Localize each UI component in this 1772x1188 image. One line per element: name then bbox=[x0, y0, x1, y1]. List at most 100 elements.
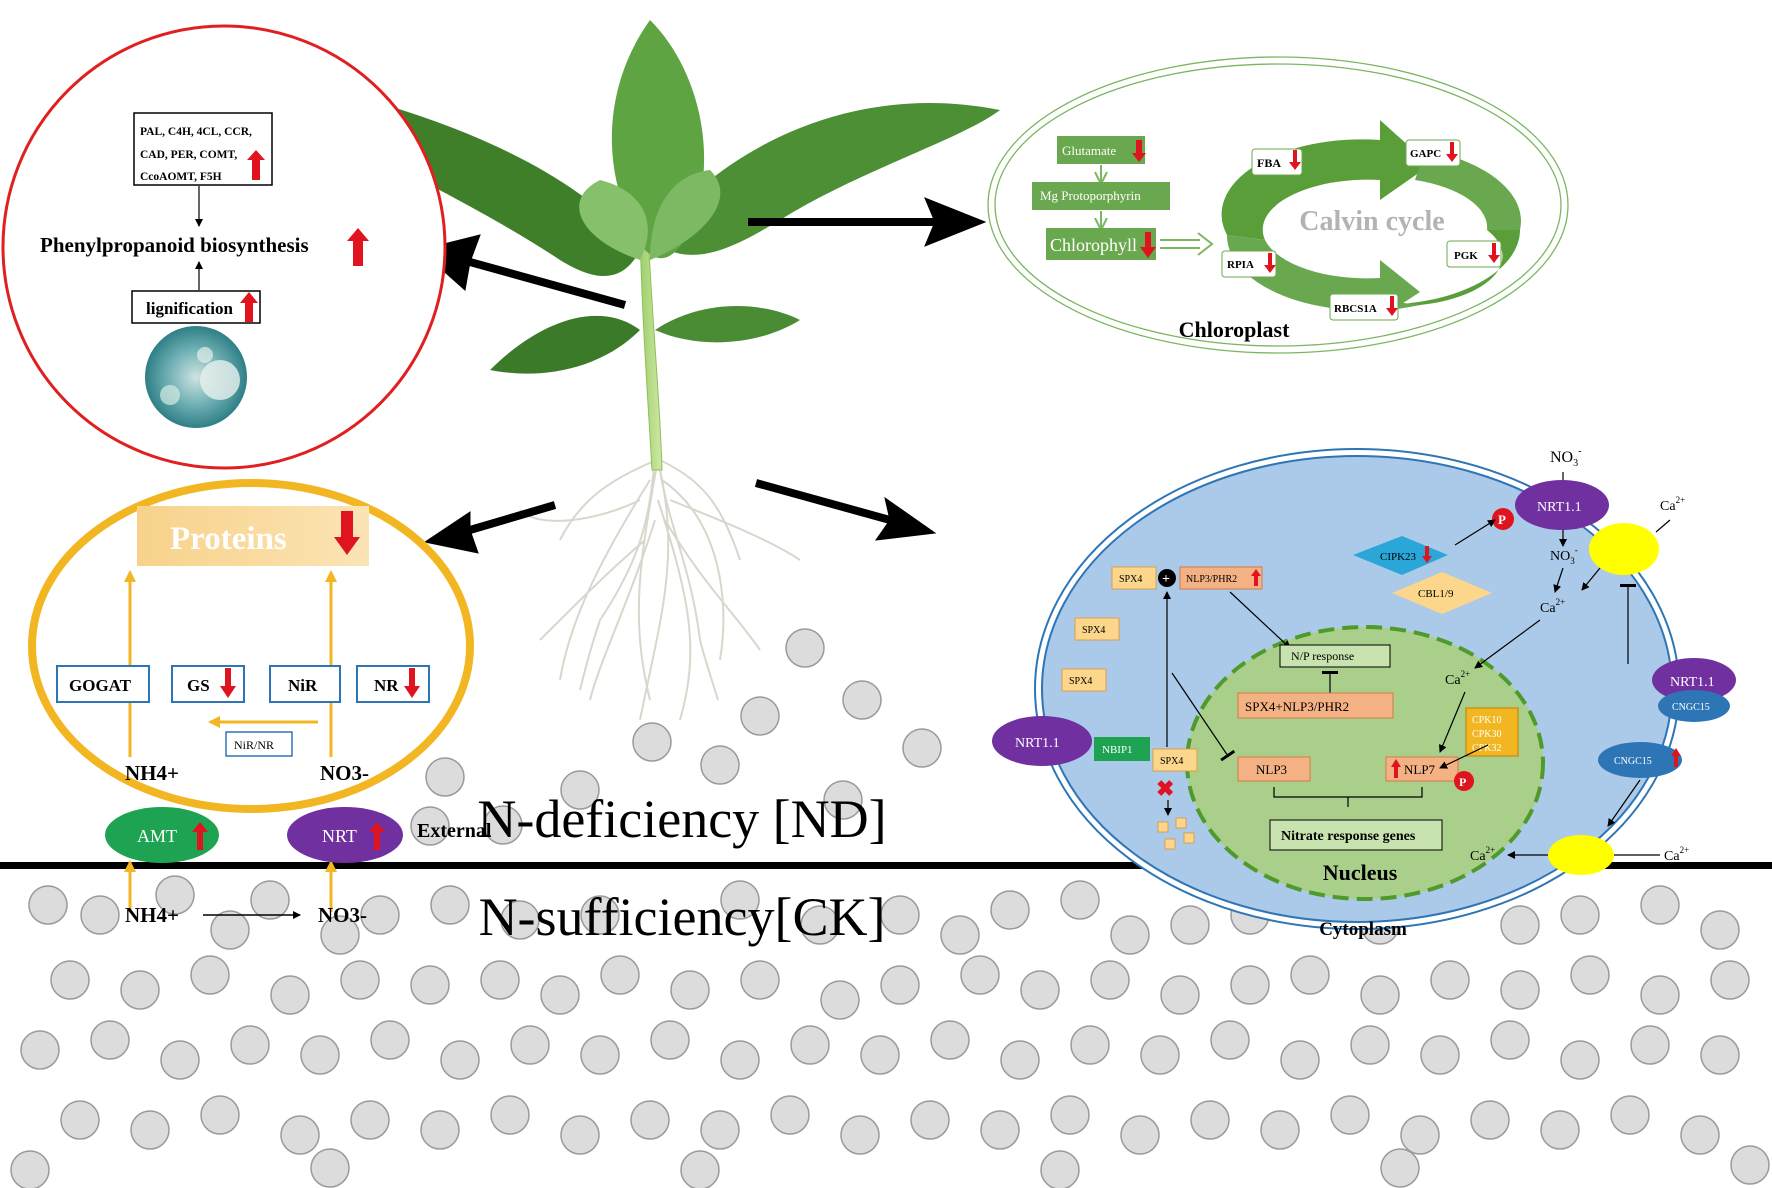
soil-particle bbox=[540, 975, 580, 1015]
gogat-label: GOGAT bbox=[69, 676, 132, 695]
down-arrow-icon bbox=[1289, 150, 1301, 170]
nitrate-genes-box bbox=[1269, 819, 1443, 851]
down-arrow-icon bbox=[1488, 243, 1500, 263]
soil-particle bbox=[785, 628, 825, 668]
soil-particle bbox=[1110, 915, 1150, 955]
soil-particle bbox=[340, 960, 380, 1000]
phospho-icon bbox=[1492, 508, 1514, 530]
phenyl-title: Phenylpropanoid biosynthesis bbox=[40, 233, 309, 257]
soil-particle bbox=[300, 1035, 340, 1075]
np-response-box bbox=[1279, 644, 1391, 668]
soil-particle bbox=[1630, 1025, 1670, 1065]
soil-particle bbox=[1380, 1148, 1420, 1188]
soil-particle bbox=[1610, 1095, 1650, 1135]
nbip1-box bbox=[1094, 737, 1150, 761]
soil-particle bbox=[230, 1025, 270, 1065]
soil-particle bbox=[1700, 910, 1740, 950]
nrt1-1-right-label: NRT1.1 bbox=[1670, 675, 1715, 690]
soil-particle bbox=[740, 960, 780, 1000]
soil-particle bbox=[1090, 960, 1130, 1000]
soil-particle bbox=[880, 895, 920, 935]
phospho-nlp7-label: P bbox=[1459, 775, 1466, 789]
nh4-inside: NH4+ bbox=[125, 761, 179, 785]
gene-line-3: CcoAOMT, F5H bbox=[140, 171, 222, 183]
soil-particle bbox=[1700, 1035, 1740, 1075]
down-arrow-icon bbox=[404, 668, 420, 698]
ca-internal-bottom: Ca2+ bbox=[1470, 845, 1495, 864]
roots bbox=[519, 454, 801, 721]
spx4-top-label: SPX4 bbox=[1119, 574, 1142, 585]
soil-particle bbox=[670, 970, 710, 1010]
leaf bbox=[579, 180, 648, 260]
nrt1-1-top bbox=[1515, 480, 1609, 530]
soil-particle bbox=[630, 1100, 670, 1140]
soil-particle bbox=[650, 1020, 690, 1060]
soil-particle bbox=[700, 1110, 740, 1150]
soil-particle bbox=[1570, 955, 1610, 995]
soil-particle bbox=[480, 960, 520, 1000]
cngc15-right-label: CNGC15 bbox=[1672, 702, 1710, 713]
nr-box bbox=[356, 665, 430, 703]
down-arrow-icon bbox=[334, 511, 360, 555]
soil-particle bbox=[700, 745, 740, 785]
soil-particle bbox=[360, 895, 400, 935]
soil-particle bbox=[490, 1095, 530, 1135]
down-arrow-icon bbox=[1422, 546, 1432, 563]
phospho-label: P bbox=[1498, 512, 1506, 527]
nir-label: NiR bbox=[288, 676, 318, 695]
soil-particle bbox=[1360, 975, 1400, 1015]
pgk-box bbox=[1446, 240, 1502, 268]
gs-label: GS bbox=[187, 676, 210, 695]
gene-line-2: CAD, PER, COMT, bbox=[140, 149, 237, 161]
soil-particle bbox=[1640, 885, 1680, 925]
soil-particle bbox=[990, 890, 1030, 930]
soil-particle bbox=[28, 885, 68, 925]
cngc15-inner bbox=[1598, 742, 1682, 778]
chlorophyll-label: Chlorophyll bbox=[1050, 235, 1137, 255]
soil-particle bbox=[1330, 1095, 1370, 1135]
nlp3-label: NLP3 bbox=[1256, 762, 1287, 777]
soil-particle bbox=[1230, 965, 1270, 1005]
soil-particle bbox=[1400, 1115, 1440, 1155]
nirnr-box bbox=[225, 731, 293, 757]
soil-particle bbox=[1560, 1040, 1600, 1080]
rbcs1a-label: RBCS1A bbox=[1334, 303, 1377, 315]
ca-cyto-label-1: Ca2+ bbox=[1540, 597, 1565, 616]
soil-particle bbox=[1470, 1100, 1510, 1140]
soil-particle bbox=[1040, 1150, 1080, 1188]
plus-sign: + bbox=[1162, 572, 1170, 587]
soil-particle bbox=[270, 975, 310, 1015]
phospho-icon-nlp7 bbox=[1454, 771, 1474, 791]
cytoplasm-label: Cytoplasm bbox=[1319, 919, 1407, 940]
spx4-box-bottom bbox=[1152, 748, 1198, 772]
soil-particle bbox=[1050, 1095, 1090, 1135]
soil-particle bbox=[1260, 1110, 1300, 1150]
soil-particle bbox=[210, 910, 250, 950]
pgk-label: PGK bbox=[1454, 250, 1478, 262]
nirnr-label: NiR/NR bbox=[234, 738, 274, 752]
gapc-label: GAPC bbox=[1410, 148, 1441, 160]
nbip1-label: NBIP1 bbox=[1102, 744, 1133, 756]
cpk32-label: CPK32 bbox=[1472, 743, 1501, 754]
amt-transporter bbox=[105, 807, 219, 863]
rpia-box bbox=[1221, 250, 1277, 278]
soil-particle bbox=[1000, 1040, 1040, 1080]
leaf bbox=[655, 306, 800, 343]
soil-particle bbox=[1420, 1035, 1460, 1075]
soil-particle bbox=[1640, 975, 1680, 1015]
soil-particle bbox=[1710, 960, 1750, 1000]
soil-particle bbox=[1290, 955, 1330, 995]
soil-particle bbox=[130, 1110, 170, 1150]
nr-label: NR bbox=[374, 676, 399, 695]
ck-label: N-sufficiency[CK] bbox=[479, 887, 886, 947]
soil-particle bbox=[1350, 1025, 1390, 1065]
soil-particle bbox=[1680, 1115, 1720, 1155]
down-arrow-icon bbox=[1386, 296, 1398, 316]
soil-particle bbox=[510, 1025, 550, 1065]
soil-particle bbox=[632, 722, 672, 762]
phenylpropanoid-panel: PAL, C4H, 4CL, CCR, CAD, PER, COMT, CcoA… bbox=[1, 24, 447, 470]
spx4-box-2 bbox=[1074, 617, 1120, 641]
soil-particle bbox=[980, 1110, 1020, 1150]
soil-particle bbox=[320, 915, 360, 955]
soil-particle bbox=[560, 770, 600, 810]
